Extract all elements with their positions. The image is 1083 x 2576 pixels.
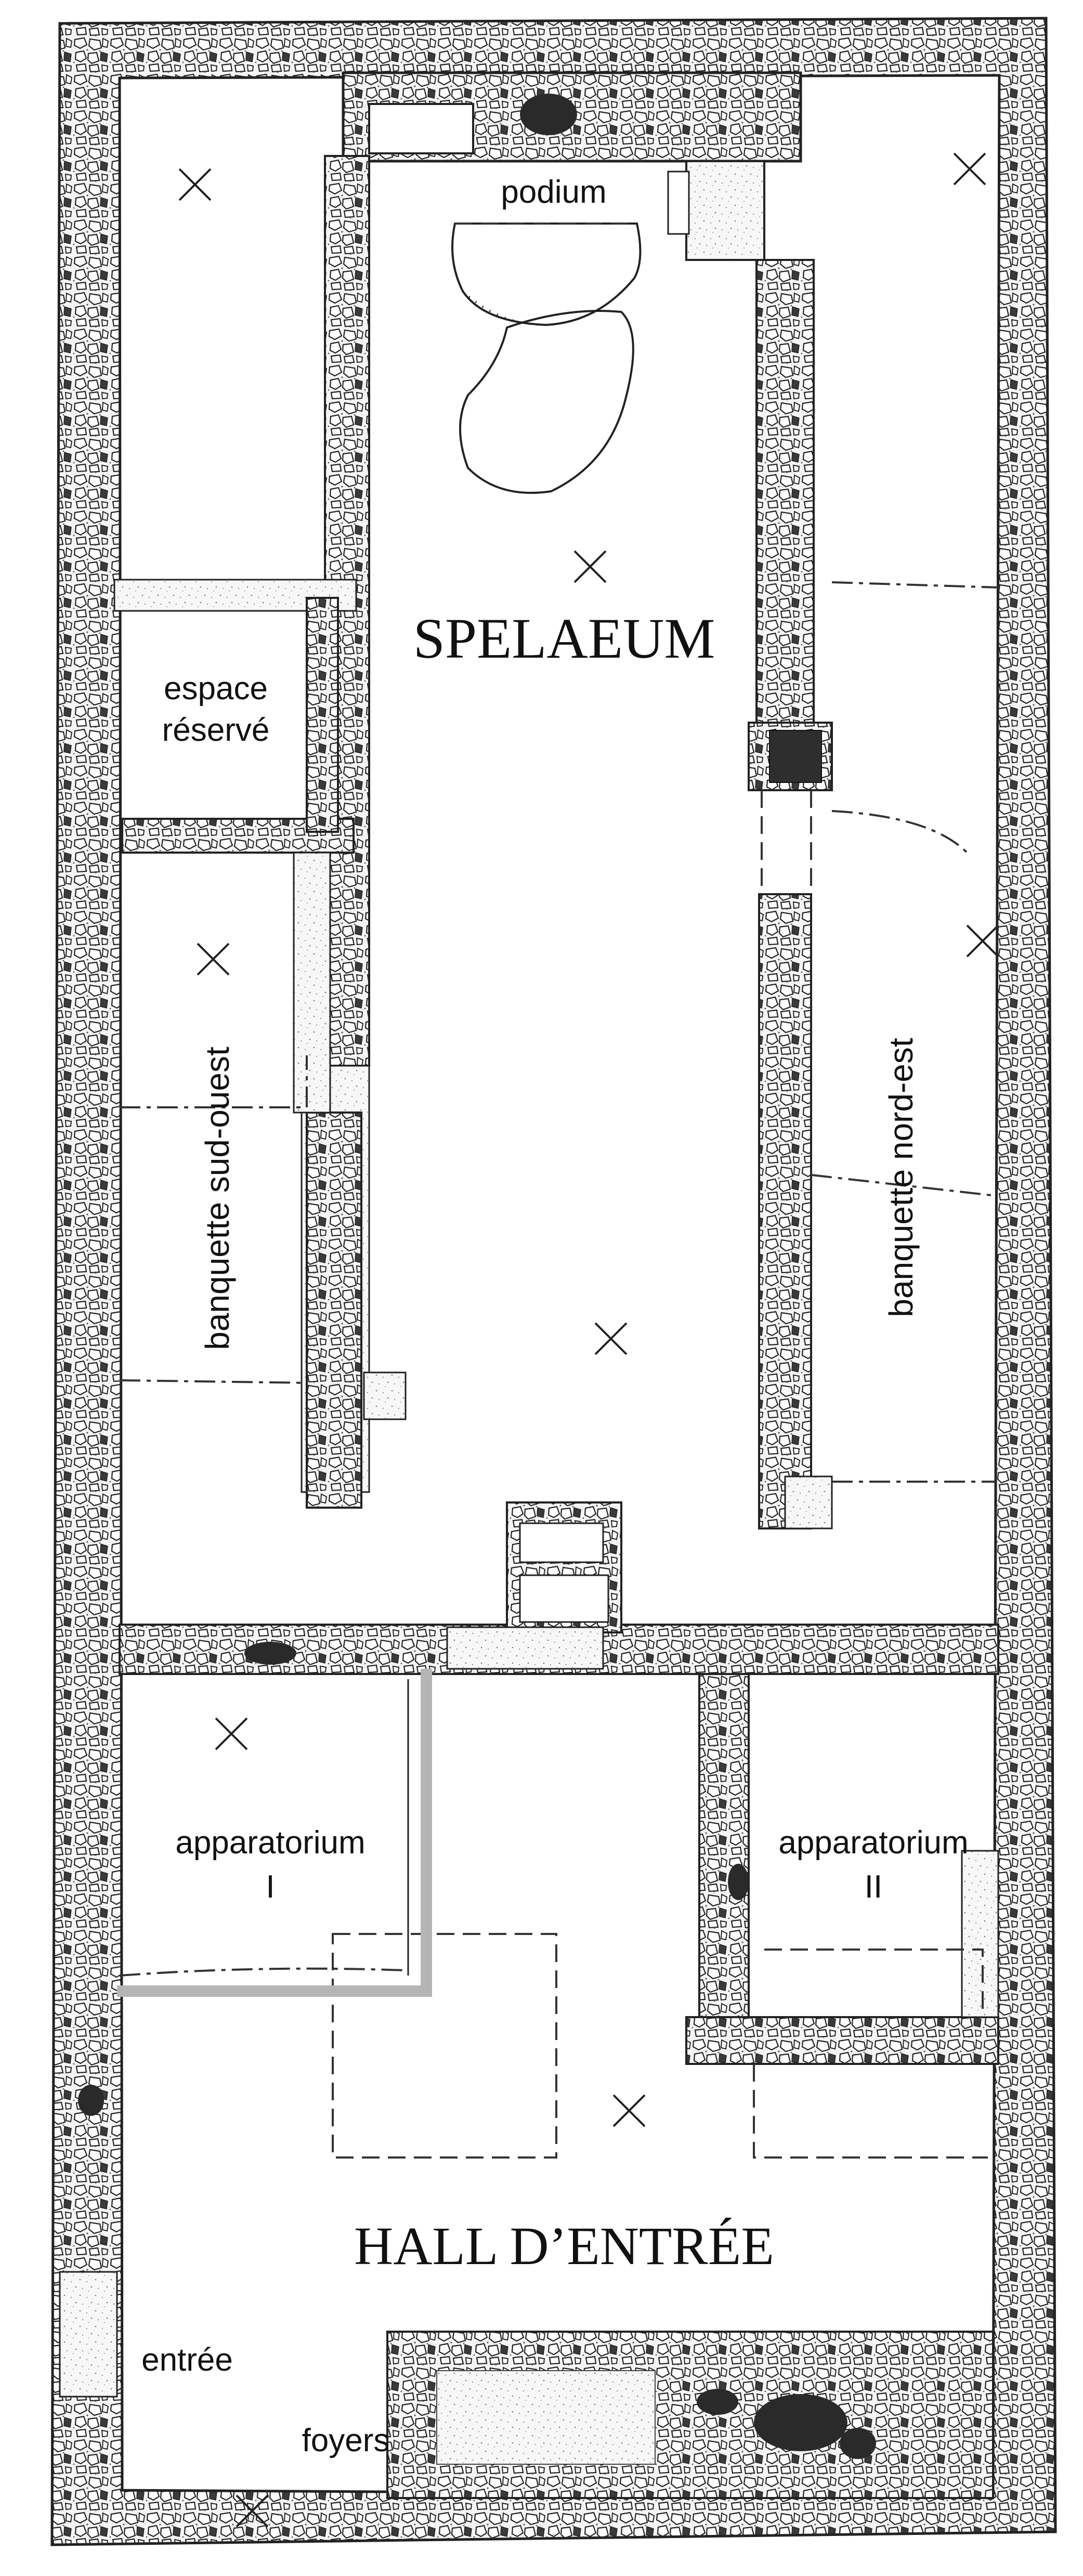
label-spelaeum: SPELAEUM xyxy=(413,607,715,670)
cross-marker xyxy=(594,1322,628,1355)
cross-marker xyxy=(236,2494,269,2528)
cross-marker xyxy=(966,924,999,958)
cross-marker xyxy=(573,550,607,583)
apparatorium-i-highlight xyxy=(117,1669,432,1997)
label-entree: entrée xyxy=(141,2342,233,2378)
podium-blocks xyxy=(342,71,802,261)
cross-marker xyxy=(953,152,986,186)
label-espace-line1: espace xyxy=(164,671,268,707)
espace-reserve-walls xyxy=(113,579,357,1114)
label-foyers: foyers xyxy=(302,2423,390,2459)
label-espace-line2: réservé xyxy=(162,712,270,748)
foyers-area xyxy=(386,2331,994,2499)
cross-marker xyxy=(612,2094,646,2127)
label-hall: HALL D’ENTRÉE xyxy=(354,2216,774,2276)
labels: podium SPELAEUM espace réservé banquette… xyxy=(141,174,969,2459)
dark-stones xyxy=(78,94,749,2116)
label-apparatorium-ii-line1: apparatorium xyxy=(778,1825,968,1861)
label-apparatorium-i-line1: apparatorium xyxy=(175,1825,365,1861)
cross-marker xyxy=(215,1717,248,1750)
entree-threshold xyxy=(59,2271,118,2398)
cross-marker xyxy=(197,943,230,976)
cross-markers xyxy=(178,152,999,2528)
cross-marker xyxy=(178,168,212,201)
dashed-outlines xyxy=(119,581,999,2159)
label-podium: podium xyxy=(501,174,606,210)
spelaeum-east-wall xyxy=(748,259,833,1529)
podium-outline xyxy=(451,223,642,326)
basin-outline xyxy=(459,310,634,494)
label-banquette-sud-ouest: banquette sud-ouest xyxy=(199,1047,236,1350)
label-apparatorium-i-line2: I xyxy=(266,1869,275,1905)
apparatorium-ii-walls xyxy=(685,1673,999,2065)
spelaeum-west-wall xyxy=(301,155,407,1509)
label-banquette-nord-est: banquette nord-est xyxy=(882,1038,920,1317)
label-apparatorium-ii-line2: II xyxy=(865,1869,882,1905)
